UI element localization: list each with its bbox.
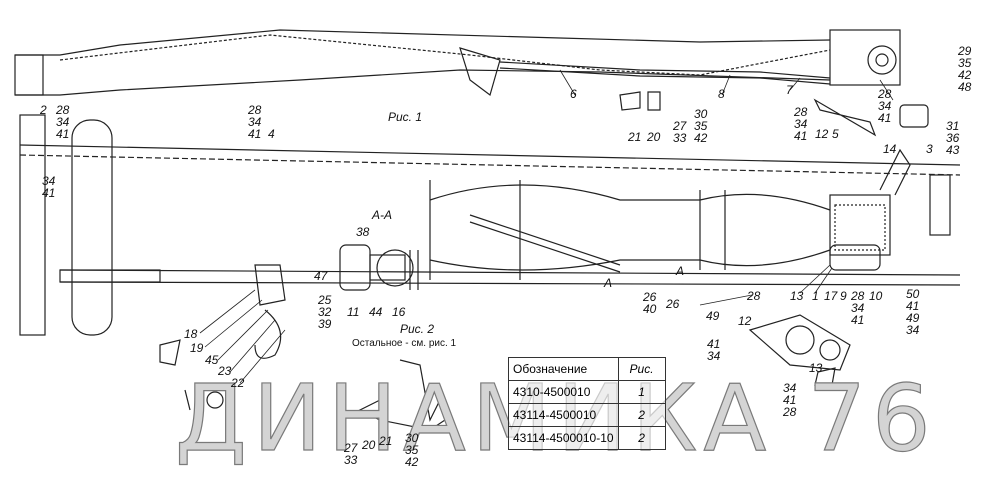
callout-number: 28 34 41 (878, 87, 892, 125)
leader-lines (199, 69, 894, 384)
callout-number: 31 36 43 (946, 119, 960, 157)
section-a-a (339, 244, 419, 291)
figure-cell: 2 (617, 426, 666, 450)
callout-number: 8 (718, 87, 725, 101)
callout-number: 4 (268, 127, 275, 141)
upper-cable-assembly (14, 29, 901, 97)
callout-number: 45 (205, 353, 219, 367)
callout-number: 26 (666, 297, 680, 311)
table-header-row: Обозначение Рис. (508, 357, 666, 381)
callout-number: 28 34 41 (794, 105, 808, 143)
header-figure: Рис. (617, 357, 666, 381)
section-label: А-А (372, 208, 393, 222)
callout-number: 21 (628, 130, 642, 144)
figure-cell: 1 (617, 380, 666, 404)
callout-number: 5 (832, 127, 839, 141)
callout-number: 19 (190, 341, 204, 355)
callout-number: 22 (231, 376, 245, 390)
spec-table: Обозначение Рис. 4310-4500010 1 43114-45… (508, 357, 666, 450)
callout-number: 23 (218, 364, 232, 378)
callout-number: 18 (184, 327, 198, 341)
callout-number: 13 (790, 289, 804, 303)
callout-number: 20 (647, 130, 661, 144)
callout-number: 10 (869, 289, 883, 303)
callout-number: 21 (379, 434, 393, 448)
callout-number: 30 35 42 (694, 107, 708, 145)
callout-number: 28 34 41 (56, 103, 70, 141)
callout-number: 3 (926, 142, 933, 156)
callout-number: 7 (786, 83, 793, 97)
callout-number: 28 34 41 (851, 289, 865, 327)
table-row: 43114-4500010 2 (508, 403, 666, 427)
figure-2-label: Рис. 2 (400, 322, 435, 336)
callout-number: 17 (824, 289, 838, 303)
callout-number: 34 41 (42, 174, 56, 200)
callout-number: 6 (570, 87, 577, 101)
callout-number: 49 (706, 309, 720, 323)
callout-number: 28 34 41 (248, 103, 262, 141)
callout-number: 12 (815, 127, 829, 141)
callout-number: 27 33 (344, 441, 358, 467)
callout-number: 12 (738, 314, 752, 328)
callout-number: 30 35 42 (405, 431, 419, 469)
figure-1-label: Рис. 1 (388, 110, 423, 124)
section-arrow-label: А (676, 264, 685, 278)
table-row: 43114-4500010-10 2 (508, 426, 666, 450)
header-designation: Обозначение (508, 357, 619, 381)
callout-number: 47 (314, 269, 328, 283)
callout-number: 38 (356, 225, 370, 239)
winch-mechanism (748, 314, 851, 386)
callout-number: 20 (362, 438, 376, 452)
figure-2-note: Остальное - см. рис. 1 (352, 338, 457, 349)
callout-number: 1 (812, 289, 819, 303)
designation-cell: 43114-4500010-10 (508, 426, 619, 450)
callout-number: 11 (347, 305, 360, 319)
table-row: 4310-4500010 1 (508, 380, 666, 404)
section-arrow-label: А (604, 276, 613, 290)
hook-assembly-fig2 (159, 264, 446, 431)
callout-number: 50 41 49 34 (906, 287, 920, 337)
callout-number: 25 32 39 (318, 293, 332, 331)
figure-cell: 2 (617, 403, 666, 427)
callout-number: 44 (369, 305, 383, 319)
callout-number: 26 40 (643, 290, 657, 316)
designation-cell: 4310-4500010 (508, 380, 619, 404)
callout-number: 34 41 28 (783, 381, 797, 419)
callout-number: 41 34 (707, 337, 721, 363)
callout-number: 16 (392, 305, 406, 319)
callout-number: 27 33 (673, 119, 687, 145)
designation-cell: 43114-4500010 (508, 403, 619, 427)
callout-number: 28 (747, 289, 761, 303)
callout-number: 14 (883, 142, 897, 156)
callout-number: 13 (809, 361, 823, 375)
callout-number: 2 (40, 103, 47, 117)
frame-fig1 (19, 91, 961, 336)
callout-number: 9 (840, 289, 847, 303)
callout-number: 29 35 42 48 (958, 44, 972, 94)
